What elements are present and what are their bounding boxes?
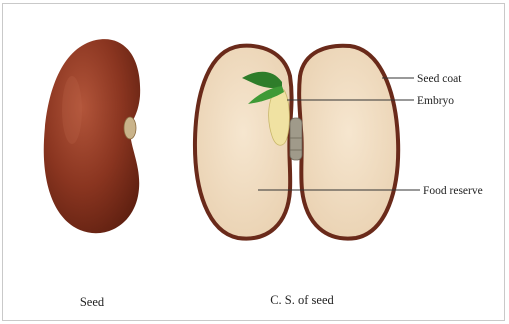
right-cotyledon [299,46,398,239]
label-seed-coat: Seed coat [417,73,462,85]
seed-shine [62,76,82,144]
whole-seed [44,39,140,233]
seed-cross-section [195,46,398,239]
caption-seed: Seed [80,295,105,309]
hilum [124,117,136,139]
caption-cross-section: C. S. of seed [270,293,334,307]
hypocotyl [290,118,302,160]
label-food-reserve: Food reserve [423,185,483,197]
label-embryo: Embryo [417,95,454,107]
